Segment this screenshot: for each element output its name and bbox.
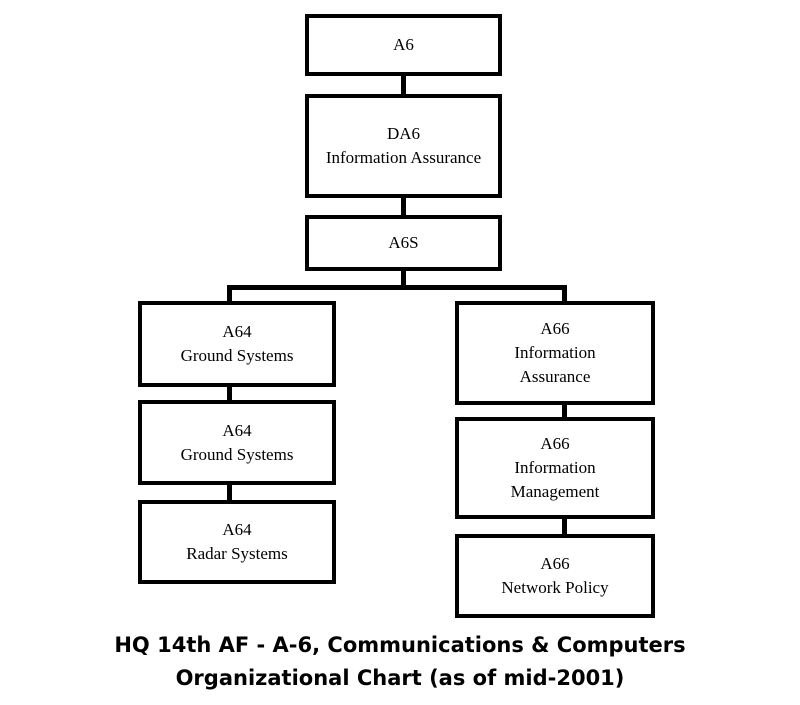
connector-a6s-down [401, 269, 406, 287]
org-box-right-1: A66 Information Assurance [455, 301, 655, 405]
connector-left-1-to-2 [227, 385, 232, 402]
connector-da6-to-a6s [401, 196, 406, 217]
connector-branch-right-down [562, 285, 567, 303]
org-box-code: DA6 [386, 124, 421, 143]
org-box-code: A64 [222, 420, 252, 440]
org-box-title: Information [514, 458, 596, 477]
org-box-code: A6S [388, 233, 419, 252]
org-box-right-2: A66 Information Management [455, 417, 655, 519]
caption-line-2: Organizational Chart (as of mid-2001) [175, 666, 625, 690]
org-box-title: Radar Systems [186, 544, 288, 563]
connector-right-1-to-2 [562, 403, 567, 419]
org-box-left-2: A64 Ground Systems [138, 400, 336, 485]
org-box-da6: DA6 Information Assurance [305, 94, 502, 198]
org-box-code: A66 [540, 434, 570, 453]
org-box-title: Network Policy [501, 578, 609, 597]
connector-a6-to-da6 [401, 72, 406, 96]
connector-horizontal-branch [227, 285, 567, 290]
org-box-code: A64 [222, 520, 252, 539]
org-box-right-3: A66 Network Policy [455, 534, 655, 618]
org-box-title-2: Management [510, 482, 600, 501]
org-box-code: A66 [540, 319, 570, 338]
org-box-a6s: A6S [305, 215, 502, 271]
org-box-title: Ground Systems [180, 346, 294, 365]
connector-left-2-to-3 [227, 483, 232, 502]
org-box-title: Ground Systems [180, 444, 294, 464]
org-box-title: Information Assurance [325, 148, 482, 167]
org-box-code: A6 [393, 35, 414, 54]
org-box-left-1: A64 Ground Systems [138, 301, 336, 387]
chart-caption: HQ 14th AF - A-6, Communications & Compu… [0, 629, 800, 695]
org-box-title: Information [514, 343, 596, 362]
org-box-code: A64 [222, 322, 252, 341]
org-box-a6: A6 [305, 14, 502, 76]
org-box-title-2: Assurance [519, 367, 591, 386]
org-box-left-3: A64 Radar Systems [138, 500, 336, 584]
connector-branch-left-down [227, 285, 232, 303]
connector-right-2-to-3 [562, 517, 567, 536]
org-box-code: A66 [540, 554, 570, 573]
caption-line-1: HQ 14th AF - A-6, Communications & Compu… [114, 633, 686, 657]
